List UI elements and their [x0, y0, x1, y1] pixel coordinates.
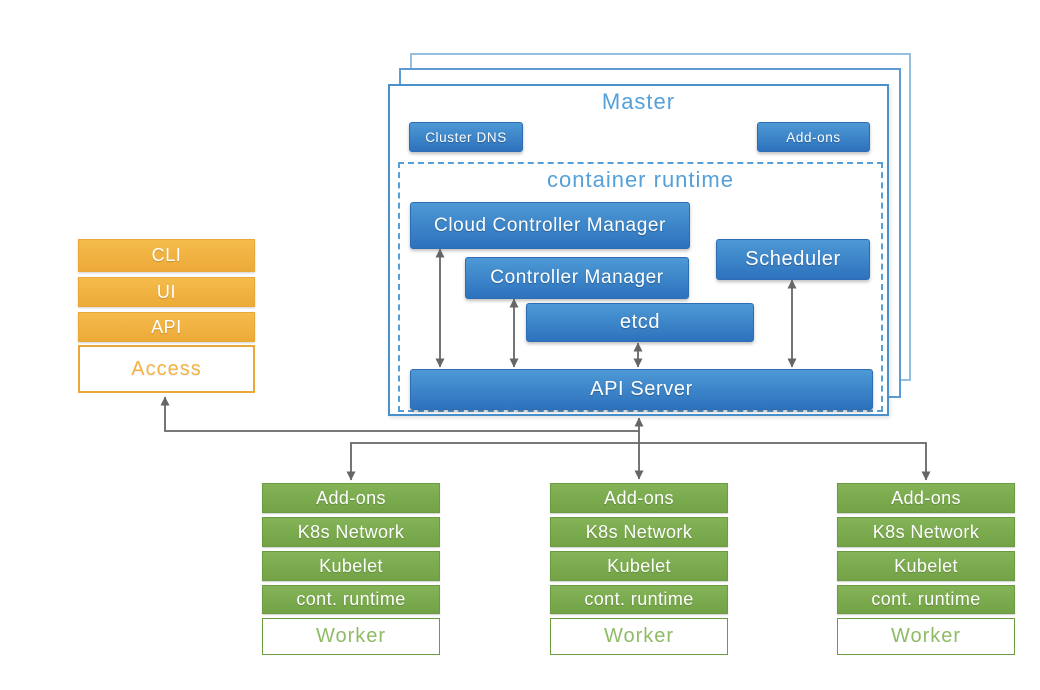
- worker2-addons-box: Add-ons: [550, 483, 728, 513]
- container-runtime-title: container runtime: [547, 167, 734, 192]
- scheduler-box: Scheduler: [716, 239, 870, 280]
- worker2-title-box: Worker: [550, 618, 728, 655]
- worker1-k8s-network-box: K8s Network: [262, 517, 440, 547]
- worker1-kubelet-box: Kubelet: [262, 551, 440, 581]
- api-server-box: API Server: [410, 369, 873, 410]
- worker3-addons-box: Add-ons: [837, 483, 1015, 513]
- ui-box: UI: [78, 277, 255, 307]
- cluster-dns-box: Cluster DNS: [409, 122, 523, 152]
- master-title: Master: [601, 89, 676, 114]
- etcd-box: etcd: [526, 303, 754, 342]
- worker3-title-box: Worker: [837, 618, 1015, 655]
- access-title-box: Access: [78, 345, 255, 393]
- worker3-kubelet-box: Kubelet: [837, 551, 1015, 581]
- worker1-title-box: Worker: [262, 618, 440, 655]
- worker2-k8s-network-box: K8s Network: [550, 517, 728, 547]
- worker1-container-runtime-box: cont. runtime: [262, 585, 440, 614]
- worker-node-2: Add-ons K8s Network Kubelet cont. runtim…: [550, 483, 728, 655]
- worker3-k8s-network-box: K8s Network: [837, 517, 1015, 547]
- controller-manager-box: Controller Manager: [465, 257, 689, 299]
- container-runtime-box: container runtime: [398, 162, 883, 412]
- worker-node-1: Add-ons K8s Network Kubelet cont. runtim…: [262, 483, 440, 655]
- api-worker-branch-wire: [346, 442, 931, 481]
- worker3-container-runtime-box: cont. runtime: [837, 585, 1015, 614]
- worker-node-3: Add-ons K8s Network Kubelet cont. runtim…: [837, 483, 1015, 655]
- master-addons-box: Add-ons: [757, 122, 870, 152]
- cli-box: CLI: [78, 239, 255, 272]
- worker2-container-runtime-box: cont. runtime: [550, 585, 728, 614]
- api-box: API: [78, 312, 255, 342]
- worker1-addons-box: Add-ons: [262, 483, 440, 513]
- access-stack: CLI UI API Access: [78, 239, 255, 393]
- cloud-controller-manager-box: Cloud Controller Manager: [410, 202, 690, 249]
- worker2-kubelet-box: Kubelet: [550, 551, 728, 581]
